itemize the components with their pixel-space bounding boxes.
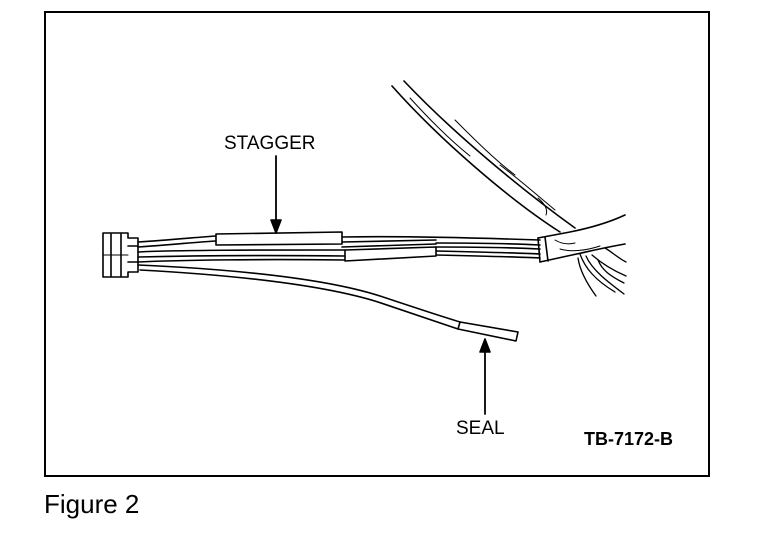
stagger-callout-label: STAGGER xyxy=(224,133,316,154)
wire-bundle xyxy=(137,235,541,263)
frayed-strands xyxy=(577,247,627,297)
drawing-number-label: TB-7172-B xyxy=(584,429,674,449)
jacket-sleeve xyxy=(537,214,626,263)
upper-cable xyxy=(391,80,576,233)
figure-caption: Figure 2 xyxy=(44,489,140,519)
connector xyxy=(102,232,139,278)
stagger-arrow xyxy=(270,155,282,234)
branch-wire xyxy=(137,264,519,342)
staggered-seals xyxy=(215,231,437,262)
figure-frame xyxy=(44,11,710,477)
seal-callout-label: SEAL xyxy=(456,418,505,439)
seal-arrow xyxy=(479,338,491,415)
